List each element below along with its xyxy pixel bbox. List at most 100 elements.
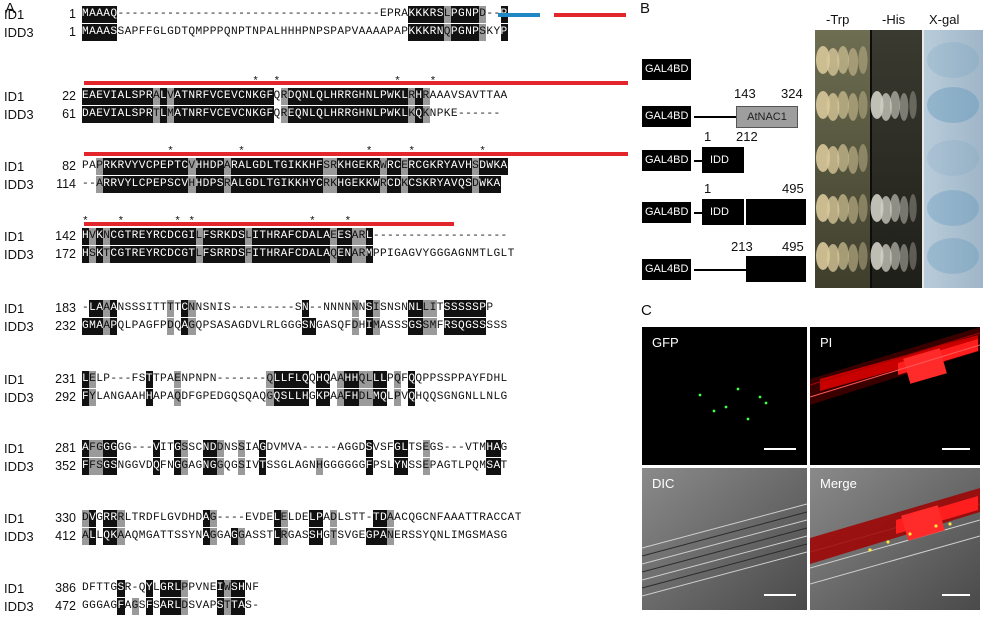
idd-domain: IDD — [702, 199, 806, 225]
sequence-name: ID1 — [4, 229, 25, 244]
alignment-row: IDD3 412 ALLQKAAQMGATTSSYNAGGAGGASSTLRGASS… — [0, 528, 636, 545]
panel-b-label: B — [640, 0, 651, 17]
merge-overlay — [810, 468, 980, 610]
sequence-residues: ALLQKAAQMGATTSSYNAGGAGGASSTLRGASSHGTSVGE… — [82, 528, 508, 545]
pi-micrograph: PI — [810, 327, 980, 465]
sequence-name: IDD3 — [4, 25, 34, 40]
alignment-row: IDD3 172 HSKTCGTREYRCDCGTLFSRRDSFITHRAFCDA… — [0, 246, 636, 263]
end-coord: 495 — [782, 181, 804, 196]
sequence-residues: MAAAQ-----------------------------------… — [82, 6, 508, 23]
sequence-name: ID1 — [4, 301, 25, 316]
yeast-growth-image — [815, 30, 983, 288]
start-coord: 143 — [734, 86, 756, 101]
idd-label: IDD — [710, 154, 729, 166]
linker-line — [694, 160, 702, 162]
alignment-row: ID1 82 PAPRKRVYVCPEPTCVHHDPARALGDLTGIKKHFS… — [0, 158, 636, 175]
sequence-position: 61 — [62, 107, 76, 121]
dic-micrograph: DIC — [642, 468, 807, 610]
start-coord: 1 — [704, 129, 712, 144]
sequence-position: 386 — [55, 581, 76, 595]
alignment-row: ID1 386 DFTTGSR-QYLGRLPPVNEIWSHNF — [0, 580, 636, 597]
gal4bd-block: GAL4BD — [642, 150, 692, 171]
panel-c-label: C — [641, 302, 652, 319]
c-terminal-block — [746, 256, 806, 282]
gfp-signal — [698, 387, 768, 421]
panel-a-label: A — [5, 0, 16, 17]
zinc-finger-bar-4 — [84, 222, 454, 226]
nls-bar — [498, 13, 540, 17]
sequence-name: ID1 — [4, 7, 25, 22]
alignment-row: IDD3 114 --ARRVYLCPEPSCVHHDPSRALGDLTGIKKHY… — [0, 176, 636, 193]
sequence-residues: --ARRVYLCPEPSCVHHDPSRALGDLTGIKKHYCRKHGEK… — [82, 176, 501, 193]
sequence-position: 22 — [62, 89, 76, 103]
sequence-residues: HVKNCGTREYRCDCGILFSRKDSLITHRAFCDALAEESAR… — [82, 228, 508, 245]
sequence-position: 330 — [55, 511, 76, 525]
sequence-name: ID1 — [4, 581, 25, 596]
gal4bd-block: GAL4BD — [642, 259, 692, 280]
start-coord: 1 — [704, 181, 712, 196]
sequence-name: ID1 — [4, 159, 25, 174]
sequence-residues: HSKTCGTREYRCDCGTLFSRRDSFITHRAFCDALAQENAR… — [82, 246, 515, 263]
sequence-residues: AFGGGGG---VITGSSCNDDNSSIAGDVMVA-----AGGD… — [82, 440, 508, 457]
gal4bd-block: GAL4BD — [642, 59, 692, 80]
sequence-position: 472 — [55, 599, 76, 613]
sequence-position: 142 — [55, 229, 76, 243]
sequence-residues: GMAAPQLPAGFPDQAGQPSASAGDVLRLGGGSNGASQFDH… — [82, 318, 508, 335]
sequence-name: IDD3 — [4, 247, 34, 262]
sequence-residues: PAPRKRVYVCPEPTCVHHDPARALGDLTGIKKHFSRKHGE… — [82, 158, 508, 175]
sequence-name: ID1 — [4, 89, 25, 104]
idd-domain: IDD — [702, 147, 744, 173]
end-coord: 495 — [782, 239, 804, 254]
alignment-row: ID1 183 -LAAANSSSITTTTCNNSNIS---------SN--… — [0, 300, 636, 317]
sequence-name: IDD3 — [4, 459, 34, 474]
sequence-name: IDD3 — [4, 319, 34, 334]
pi-signal — [810, 327, 980, 405]
zinc-finger-bar-3 — [84, 152, 628, 156]
sequence-name: IDD3 — [4, 177, 34, 192]
sequence-name: ID1 — [4, 511, 25, 526]
scale-bar — [942, 448, 970, 450]
merge-micrograph: Merge — [810, 468, 980, 610]
sequence-position: 231 — [55, 372, 76, 386]
sequence-position: 183 — [55, 301, 76, 315]
zinc-finger-bar-2 — [84, 81, 628, 85]
sequence-name: ID1 — [4, 372, 25, 387]
linker-line — [694, 269, 746, 271]
trp-column-title: -Trp — [826, 12, 850, 27]
sequence-residues: GGGAGFAGSFSARLDSVAPSTTAS- — [82, 598, 259, 615]
alignment-row: ID1 281 AFGGGGG---VITGSSCNDDNSSIAGDVMVA---… — [0, 440, 636, 457]
pi-label: PI — [820, 335, 833, 350]
scale-bar — [764, 594, 796, 596]
merge-label: Merge — [820, 476, 857, 491]
end-coord: 324 — [781, 86, 803, 101]
sequence-residues: LELP---FSTTPAENPNPN-------QLLFLQQHQAAHHQ… — [82, 371, 508, 388]
sequence-position: 1 — [69, 7, 76, 21]
sequence-name: IDD3 — [4, 529, 34, 544]
sequence-residues: DVGRRRLTRDFLGVDHDAG----EVDELELDELPADLSTT… — [82, 510, 522, 527]
alignment-row: ID1 231 LELP---FSTTPAENPNPN-------QLLFLQQH… — [0, 371, 636, 388]
sequence-position: 82 — [62, 159, 76, 173]
alignment-row: ID1 330 DVGRRRLTRDFLGVDHDAG----EVDELELDELP… — [0, 510, 636, 527]
sequence-residues: DFTTGSR-QYLGRLPPVNEIWSHNF — [82, 580, 259, 597]
sequence-residues: -LAAANSSSITTTTCNNSNIS---------SN--NNNNNN… — [82, 300, 493, 317]
sequence-name: ID1 — [4, 441, 25, 456]
sequence-position: 114 — [56, 177, 76, 191]
idd-label: IDD — [710, 206, 729, 218]
gfp-label: GFP — [652, 335, 679, 350]
domain-divider — [744, 199, 746, 225]
sequence-position: 352 — [55, 459, 76, 473]
sequence-position: 281 — [55, 441, 76, 455]
sequence-name: IDD3 — [4, 107, 34, 122]
sequence-position: 412 — [55, 529, 76, 543]
atnac1-domain: AtNAC1 — [736, 106, 798, 128]
dic-cells — [642, 468, 807, 610]
xgal-column-title: X-gal — [929, 12, 960, 27]
sequence-residues: MAAASSAPFFGLGDTQMPPPQNPTNPALHHHPNPSPAPVA… — [82, 24, 508, 41]
sequence-position: 172 — [55, 247, 76, 261]
alignment-row: ID1 142 HVKNCGTREYRCDCGILFSRKDSLITHRAFCDAL… — [0, 228, 636, 245]
